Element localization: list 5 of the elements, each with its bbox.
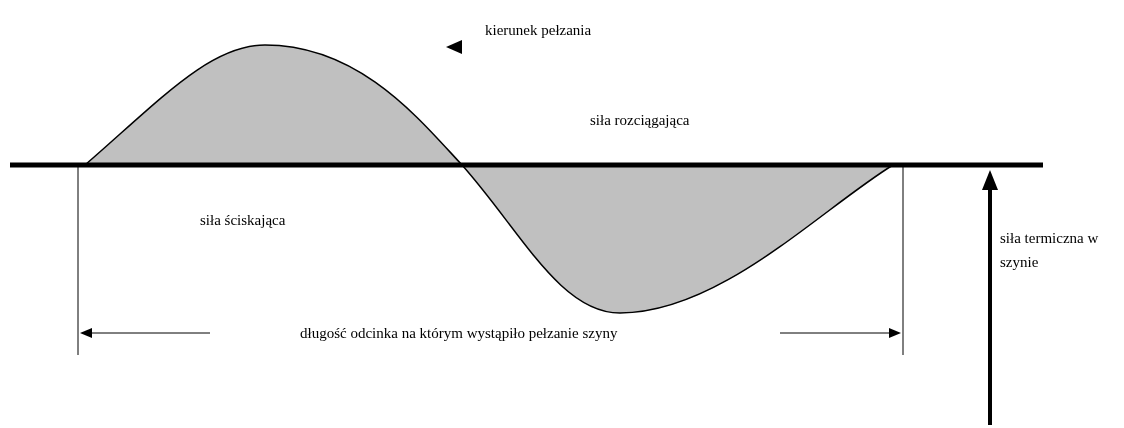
label-text: siła rozciągająca (590, 111, 690, 130)
label-text: długość odcinka na którym wystąpiło pełzanie szyny (300, 324, 618, 343)
label-text: siła termiczna w szynie (1000, 229, 1100, 272)
label-text: siła ściskająca (200, 211, 286, 230)
label-text: kierunek pełzania (485, 21, 592, 40)
